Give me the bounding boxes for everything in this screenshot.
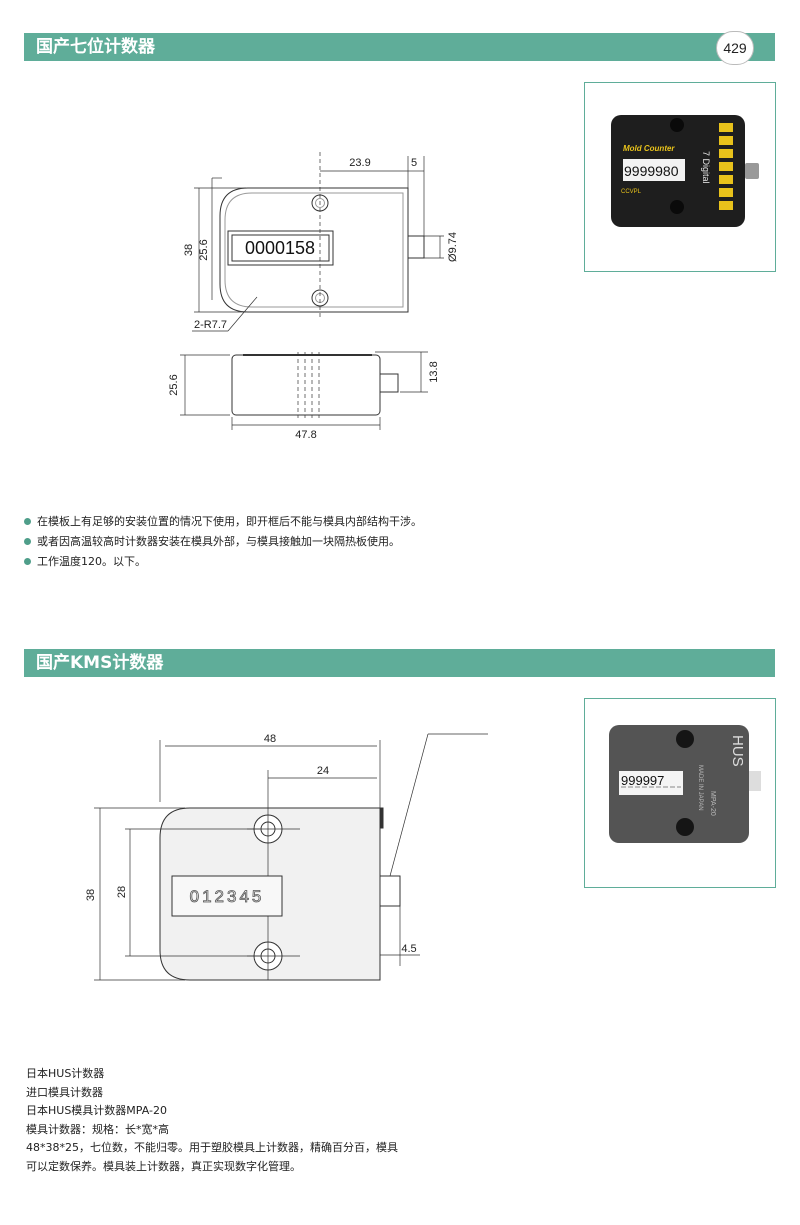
desc-line: 48*38*25，七位数，不能归零。用于塑胶模具上计数器，精确百分百，模具 xyxy=(26,1141,398,1154)
kms-photo-made-in: MADE IN JAPAN xyxy=(697,765,703,811)
desc-line: 进口模具计数器 xyxy=(26,1085,103,1099)
kms-counter-photo-frame: 999997 HUS MADE IN JAPAN MPA-20 xyxy=(584,698,776,888)
list-item: 工作温度120。以下。 xyxy=(24,552,422,572)
page-number: 429 xyxy=(716,31,754,65)
desc-line: 日本HUS模具计数器MPA-20 xyxy=(26,1104,167,1117)
kms-dim-28: 28 xyxy=(116,886,128,898)
kms-dim-38: 38 xyxy=(85,889,97,901)
dim-13-8: 13.8 xyxy=(428,361,440,382)
kms-photo-digits: 999997 xyxy=(621,773,664,788)
seven-digit-counter-photo: Mold Counter 9999980 7 Digital CCVPL xyxy=(611,115,759,227)
bullet-dot-icon xyxy=(24,538,31,545)
dim-38: 38 xyxy=(183,244,195,256)
kms-counter-drawing: 48 24 38 28 012345 4.5 xyxy=(85,733,488,981)
seven-digit-counter-photo-frame: Mold Counter 9999980 7 Digital CCVPL xyxy=(584,82,776,272)
dim-23-9: 23.9 xyxy=(349,157,370,169)
kms-counter-display: 012345 xyxy=(190,887,265,906)
counter-display-text: 0000158 xyxy=(245,238,315,258)
photo-small-label: CCVPL xyxy=(621,189,642,195)
bullet-dot-icon xyxy=(24,558,31,565)
photo-digits: 9999980 xyxy=(624,163,679,179)
kms-display-window xyxy=(171,875,283,917)
dim-25-6-b: 25.6 xyxy=(168,374,180,395)
feature-list: 在模板上有足够的安装位置的情况下使用，即开框后不能与模具内部结构干涉。 或者因高… xyxy=(24,512,422,572)
kms-counter-photo: 999997 HUS MADE IN JAPAN MPA-20 xyxy=(609,725,761,843)
list-item: 或者因高温较高时计数器安装在模具外部，与模具接触加一块隔热板使用。 xyxy=(24,532,422,552)
desc-line: 日本HUS计数器 xyxy=(26,1067,105,1080)
dim-25-6-a: 25.6 xyxy=(198,239,210,260)
section-title-seven-digit-counter: 国产七位计数器 xyxy=(24,33,775,61)
photo-brand-text: Mold Counter xyxy=(623,144,675,153)
side-view-body xyxy=(231,354,381,416)
dim-r: 2-R7.7 xyxy=(194,319,227,331)
dim-47-8: 47.8 xyxy=(295,429,316,440)
kms-dim-48: 48 xyxy=(264,733,276,745)
kms-dim-24: 24 xyxy=(317,765,329,777)
list-item: 在模板上有足够的安装位置的情况下使用，即开框后不能与模具内部结构干涉。 xyxy=(24,512,422,532)
section-title-kms-counter: 国产KMS计数器 xyxy=(24,649,775,677)
side-shaft xyxy=(379,373,399,393)
kms-dim-4-5: 4.5 xyxy=(401,943,416,955)
desc-line: 模具计数器：规格：长*宽*高 xyxy=(26,1122,169,1136)
seven-digit-counter-drawing: 23.9 5 38 25.6 Ø9.74 0000158 2-R7.7 25.6… xyxy=(168,152,459,440)
bullet-dot-icon xyxy=(24,518,31,525)
desc-line: 可以定数保养。模具装上计数器，真正实现数字化管理。 xyxy=(26,1159,301,1173)
dim-5: 5 xyxy=(411,157,417,169)
kms-description: 日本HUS计数器 进口模具计数器 日本HUS模具计数器MPA-20 模具计数器：… xyxy=(26,1065,398,1176)
dim-phi: Ø9.74 xyxy=(447,232,459,262)
shaft xyxy=(407,235,425,259)
kms-photo-model: MPA-20 xyxy=(709,791,716,816)
kms-shaft xyxy=(379,875,401,907)
photo-side-text: 7 Digital xyxy=(701,151,711,184)
kms-photo-brand: HUS xyxy=(729,735,746,767)
